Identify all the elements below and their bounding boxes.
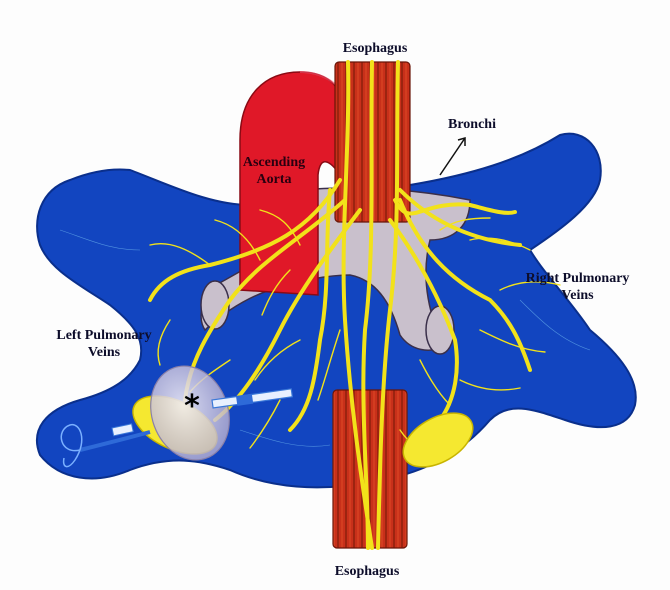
ascending-aorta-label-line1: Ascending <box>234 154 314 171</box>
left-pulmonary-veins-line1: Left Pulmonary <box>44 327 164 344</box>
ascending-aorta-label-line2: Aorta <box>234 171 314 188</box>
right-pulmonary-veins-line2: Veins <box>515 287 640 304</box>
esophagus-bottom-label: Esophagus <box>322 563 412 580</box>
asterisk-marker: * <box>180 392 204 422</box>
right-pulmonary-veins-line1: Right Pulmonary <box>515 270 640 287</box>
left-pulmonary-veins-line2: Veins <box>44 344 164 361</box>
left-pulmonary-veins-label: Left Pulmonary Veins <box>44 327 164 361</box>
arrow-icon <box>440 138 465 175</box>
esophagus-top-label: Esophagus <box>330 40 420 57</box>
right-pulmonary-veins-label: Right Pulmonary Veins <box>515 270 640 304</box>
bronchi-label: Bronchi <box>437 116 507 133</box>
ascending-aorta-label: Ascending Aorta <box>234 154 314 188</box>
